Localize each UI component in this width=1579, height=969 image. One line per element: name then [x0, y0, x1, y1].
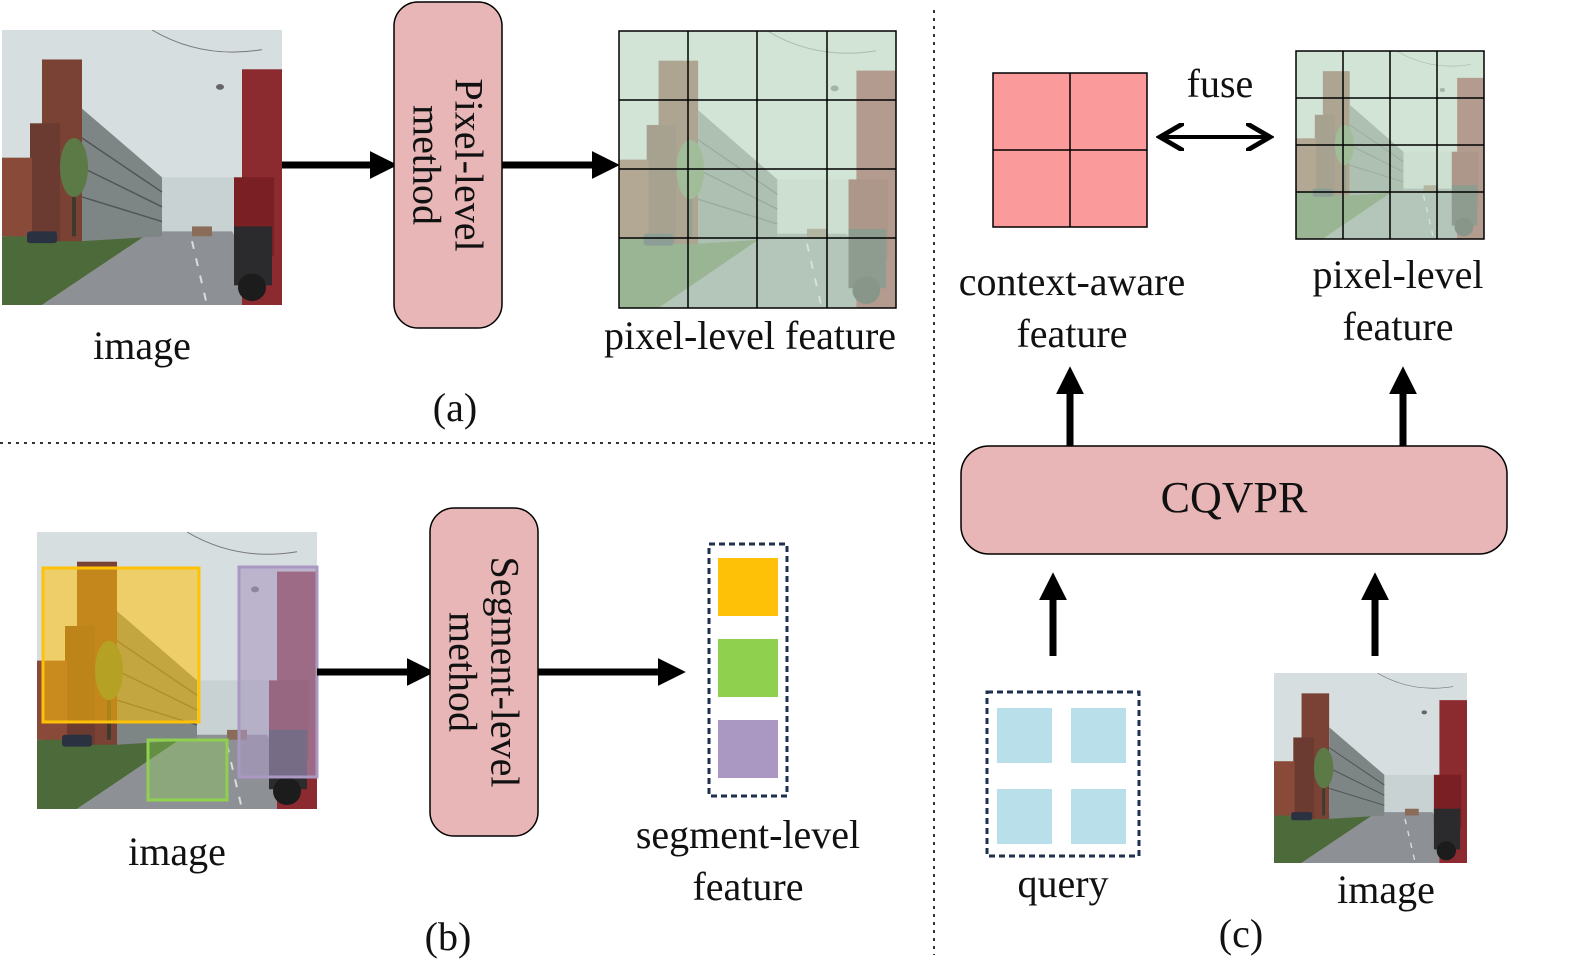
segment-box-green	[146, 738, 229, 802]
panel-a-pixel-feature-grid	[618, 30, 897, 309]
panel-a-image-label: image	[93, 323, 191, 368]
segment-box-purple	[237, 565, 319, 779]
panel-a-caption: (a)	[432, 385, 478, 430]
panel-a-method-line1: Pixel-level	[447, 78, 492, 252]
query-square-1	[997, 708, 1052, 763]
fuse-label: fuse	[1186, 61, 1254, 106]
query-square-3	[997, 789, 1052, 844]
panel-b-method-label: Segment-level method	[430, 508, 538, 836]
panel-c-image-label: image	[1337, 867, 1435, 912]
context-aware-label-line2: feature	[1016, 311, 1128, 356]
panel-a-street-image	[2, 30, 282, 305]
panel-b-method-line2: method	[441, 612, 487, 732]
cqvpr-model-box	[960, 445, 1508, 555]
pixel-level-label-line1: pixel-level	[1312, 252, 1484, 297]
segment-feature-green	[718, 639, 778, 697]
cqvpr-label: CQVPR	[1160, 473, 1308, 522]
panel-c-street-image	[1274, 673, 1467, 863]
panel-a-feature-label: pixel-level feature	[603, 313, 897, 358]
panel-c-caption: (c)	[1218, 911, 1264, 956]
query-square-4	[1071, 789, 1126, 844]
panel-b-feature-label-line2: feature	[692, 864, 804, 909]
segment-feature-purple	[718, 720, 778, 778]
panel-b-method-line1: Segment-level	[483, 556, 529, 788]
panel-b-feature-label-line1: segment-level	[635, 812, 861, 857]
query-square-2	[1071, 708, 1126, 763]
pixel-level-label-line2: feature	[1342, 304, 1454, 349]
segment-feature-orange	[718, 558, 778, 616]
panel-c-pixel-feature-grid	[1295, 50, 1485, 240]
panel-b-image-label: image	[128, 829, 226, 874]
panel-a-method-label: Pixel-level method	[394, 2, 502, 328]
context-aware-feature-grid	[992, 72, 1148, 228]
query-container	[985, 690, 1141, 858]
query-label: query	[1017, 861, 1109, 906]
segment-box-orange	[41, 566, 201, 724]
panel-a-method-line2: method	[405, 105, 450, 225]
panel-b-caption: (b)	[424, 914, 472, 959]
segment-feature-container	[707, 542, 789, 798]
context-aware-label-line1: context-aware	[958, 259, 1186, 304]
